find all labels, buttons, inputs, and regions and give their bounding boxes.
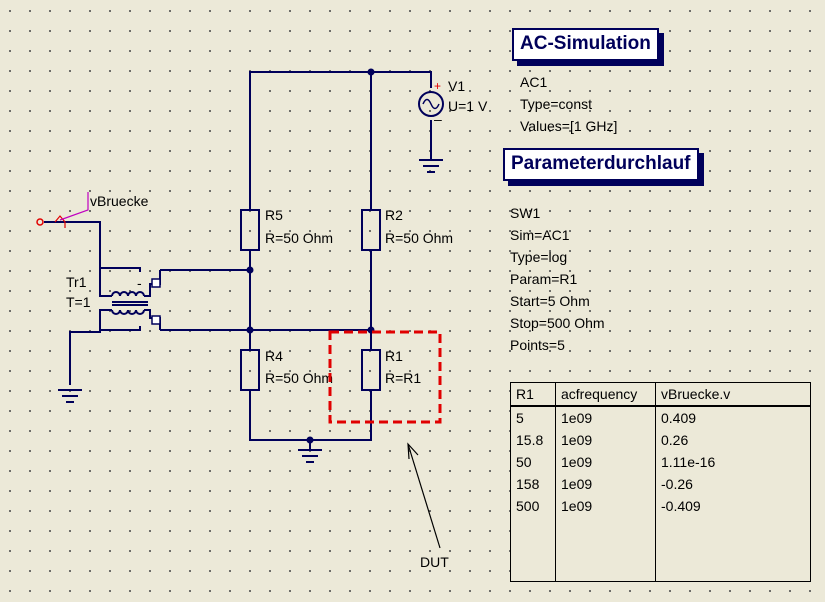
cell: 1e09 [555,495,656,517]
ground-icon [58,389,82,403]
cell: 1e09 [555,451,656,473]
resistor-r1[interactable]: R1 R=R1 [361,348,421,391]
cell: 1.11e-16 [655,451,811,473]
r2-value: R=50 Ohm [385,230,453,246]
results-table[interactable]: R1 acfrequency vBruecke.v 5 1e09 0.409 1… [510,382,811,582]
empty-cell [555,517,656,582]
probe-vbruecke[interactable]: vBruecke [36,192,149,228]
dut-box[interactable] [328,330,442,424]
param-line: Points=5 [510,337,565,353]
table-header-row: R1 acfrequency vBruecke.v [510,382,811,407]
ground-icon [419,159,443,173]
ground-icon [298,449,322,463]
r4-value: R=50 Ohm [265,370,333,386]
wire-nodes [246,68,375,444]
resistor-r5[interactable]: R5 R=50 Ohm [240,207,333,251]
resistor-r4[interactable]: R4 R=50 Ohm [240,348,333,391]
param-line: Param=R1 [510,271,578,287]
tr1-name: Tr1 [66,274,87,290]
param-line: SW1 [510,205,541,221]
tr1-value: T=1 [66,294,91,310]
sweep-params: SW1 Sim=AC1 Type=log Param=R1 Start=5 Oh… [510,202,605,356]
dut-arrow-icon [407,442,441,549]
header-r1: R1 [510,382,556,407]
wire [69,330,101,385]
param-line: Sim=AC1 [510,227,570,243]
wires [44,71,432,450]
param-line: Type=log [510,249,568,265]
ac-simulation-params: AC1 Type=const Values=[1 GHz] [520,71,617,137]
cell: 1e09 [555,429,656,451]
cell: -0.409 [655,495,811,517]
r1-name: R1 [385,348,403,364]
transformer-tr1[interactable]: - Tr1 T=1 [66,268,161,330]
header-acfrequency: acfrequency [555,382,656,407]
tr1-polarity: - [137,275,142,291]
param-line: AC1 [520,74,548,90]
cell: -0.26 [655,473,811,495]
wire [249,71,432,210]
r4-name: R4 [265,348,283,364]
table-row: 5 1e09 0.409 [510,406,811,429]
table-empty-row [510,517,811,582]
voltage-source-v1[interactable]: + – V1 U=1 V [418,78,488,127]
cell: 0.26 [655,429,811,451]
table-row: 50 1e09 1.11e-16 [510,451,811,473]
dut-label: DUT [420,554,449,570]
wire [44,221,141,272]
cell: 1e09 [555,406,656,429]
r2-name: R2 [385,207,403,223]
param-line: Start=5 Ohm [510,293,590,309]
r1-value: R=R1 [385,370,421,386]
cell: 0.409 [655,406,811,429]
empty-cell [655,517,811,582]
cell: 158 [510,473,556,495]
cell: 50 [510,451,556,473]
cell: 1e09 [555,473,656,495]
sine-icon [422,98,440,110]
table-row: 500 1e09 -0.409 [510,495,811,517]
sweep-title[interactable]: Parameterdurchlauf [503,148,699,181]
resistor-r2[interactable]: R2 R=50 Ohm [361,207,453,251]
r5-value: R=50 Ohm [265,230,333,246]
table-row: 15.8 1e09 0.26 [510,429,811,451]
wire [100,326,141,331]
port-icon [36,218,44,226]
cell: 5 [510,406,556,429]
cell: 500 [510,495,556,517]
wire [249,390,372,441]
transformer-icon [99,268,161,330]
v1-plus: + [434,79,441,93]
header-vbruecke: vBruecke.v [655,382,811,407]
v1-minus: – [434,111,442,127]
probe-name: vBruecke [90,193,149,209]
param-line: Values=[1 GHz] [520,118,618,134]
empty-cell [510,517,556,582]
r5-name: R5 [265,207,283,223]
table-row: 158 1e09 -0.26 [510,473,811,495]
cell: 15.8 [510,429,556,451]
v1-name: V1 [448,78,465,94]
param-line: Stop=500 Ohm [510,315,605,331]
ac-simulation-title[interactable]: AC-Simulation [512,28,659,61]
param-line: Type=const [520,96,592,112]
v1-value: U=1 V [448,98,488,114]
